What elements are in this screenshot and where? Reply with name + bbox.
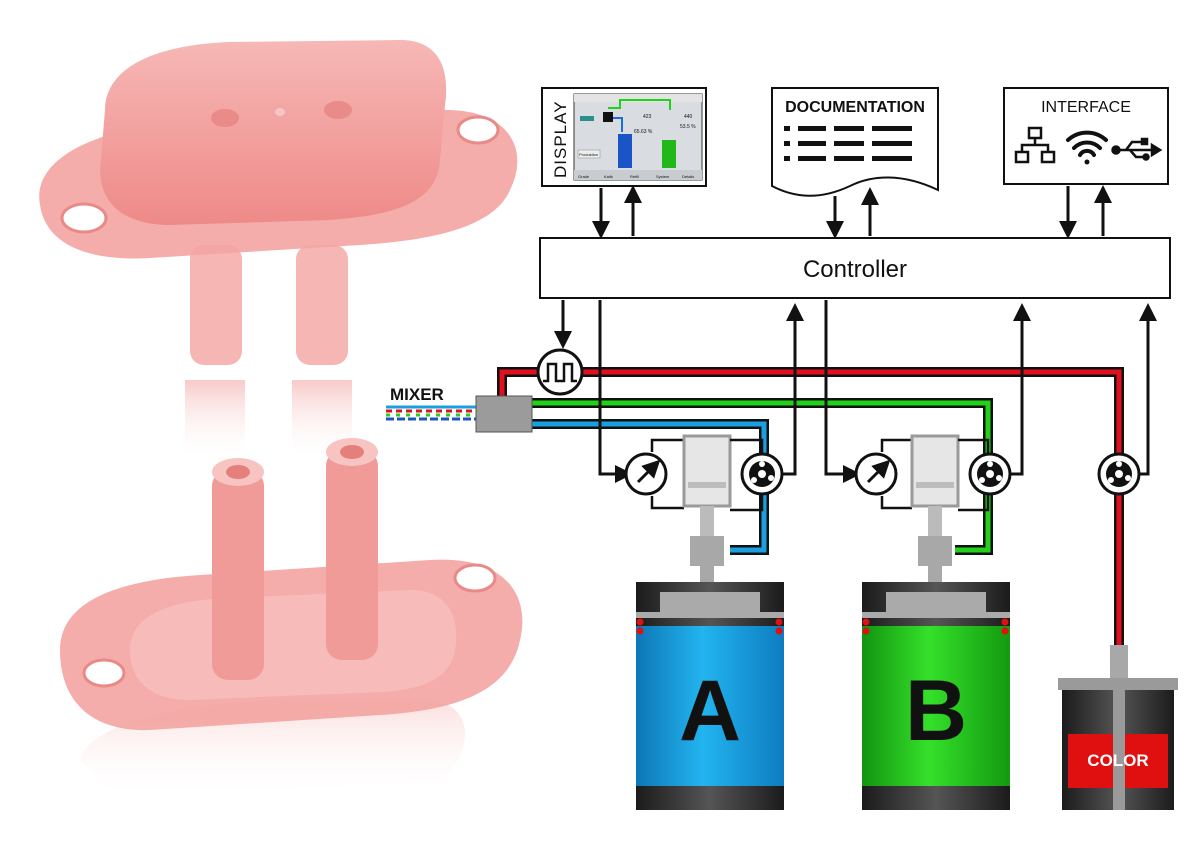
mixer-cable (386, 405, 478, 421)
motor-icon (740, 452, 784, 496)
display-tab-0: Grade (578, 174, 590, 179)
wifi-icon (1066, 130, 1108, 165)
display-tab-1: Kalib (604, 174, 614, 179)
gauge-icon (854, 452, 898, 496)
display-button: Produktion (579, 152, 598, 157)
document-lines-icon (784, 126, 912, 161)
display-screen: 423 440 65.63 % 53.5 % Produktion Grade … (573, 93, 703, 181)
top-arrows (592, 185, 1112, 239)
documentation-box: DOCUMENTATION (771, 87, 939, 197)
color-label: COLOR (1087, 751, 1148, 770)
sealing-part-top (39, 40, 518, 460)
color-pump (1097, 452, 1141, 496)
display-tab-4: Details (682, 174, 694, 179)
display-label: DISPLAY (551, 100, 570, 178)
color-container: COLOR (1058, 645, 1178, 810)
controller-box: Controller (539, 237, 1171, 299)
display-tab-2: Refill (630, 174, 639, 179)
display-tab-3: System (656, 174, 670, 179)
mixer-label: MIXER (390, 385, 444, 404)
red-line (497, 367, 1124, 645)
network-icon (1014, 126, 1056, 164)
pump-unit-b (854, 434, 1012, 608)
usb-icon (1111, 137, 1163, 161)
mixer: MIXER (386, 385, 533, 433)
display-reading-b: 440 (684, 114, 693, 120)
controller-label: Controller (803, 256, 907, 283)
display-reading-a: 423 (643, 114, 652, 120)
pulse-generator-icon (536, 348, 584, 396)
gauge-icon (624, 452, 668, 496)
tank-b: B (862, 582, 1010, 810)
sealing-part-bottom (60, 438, 523, 800)
motor-icon (968, 452, 1012, 496)
tank-b-label: B (905, 663, 967, 759)
tank-a-label: A (679, 663, 741, 759)
documentation-label: DOCUMENTATION (785, 99, 925, 116)
interface-box: INTERFACE (1003, 87, 1169, 185)
display-percent-b: 53.5 % (680, 124, 696, 130)
interface-label: INTERFACE (1041, 99, 1131, 116)
display-box: DISPLAY 423 440 65.63 % 53.5 % Produktio… (541, 87, 707, 187)
display-percent-a: 65.63 % (634, 129, 653, 135)
tank-a: A (636, 582, 784, 810)
display-tabbar: Grade Kalib Refill System Details (574, 170, 702, 180)
